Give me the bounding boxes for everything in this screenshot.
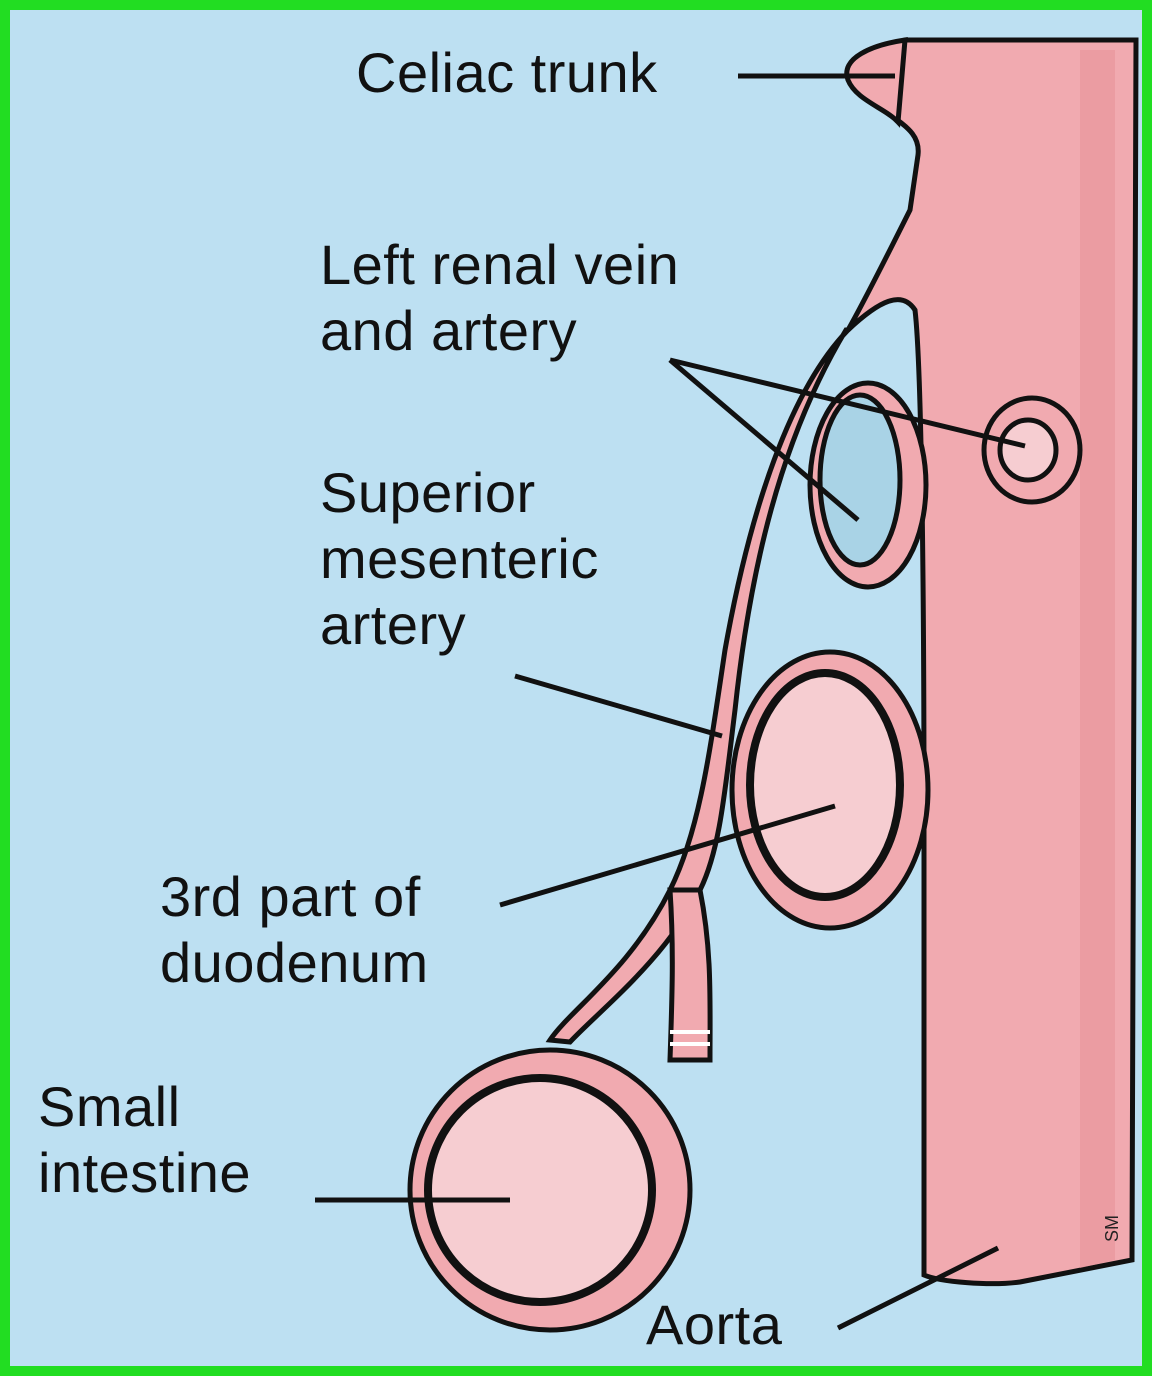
duodenum-inner — [750, 673, 900, 897]
sma-leader — [515, 676, 722, 736]
duodenum-text-line1: 3rd part of — [160, 864, 429, 930]
artist-signature: SM — [1102, 1215, 1123, 1242]
small-intestine-inner — [428, 1078, 652, 1302]
left-renal-text-line1: Left renal vein — [320, 232, 679, 298]
duodenum-label: 3rd part of duodenum — [160, 864, 429, 996]
left-renal-text-line2: and artery — [320, 298, 679, 364]
sma-label: Superior mesenteric artery — [320, 460, 599, 658]
aorta-label: Aorta — [646, 1292, 782, 1358]
sma-text-line2: mesenteric — [320, 526, 599, 592]
duodenum-text-line2: duodenum — [160, 930, 429, 996]
left-renal-vein-lumen — [820, 395, 900, 565]
sma-cut-end — [670, 890, 710, 1060]
aorta-text: Aorta — [646, 1292, 782, 1358]
celiac-trunk-shape — [847, 40, 905, 122]
left-renal-artery-lumen — [1000, 420, 1056, 480]
small-intestine-text-line1: Small — [38, 1074, 251, 1140]
celiac-trunk-label: Celiac trunk — [356, 40, 658, 106]
celiac-trunk-text: Celiac trunk — [356, 40, 658, 106]
sma-text-line1: Superior — [320, 460, 599, 526]
small-intestine-text-line2: intestine — [38, 1140, 251, 1206]
aorta-shading — [1080, 50, 1115, 1268]
aorta-leader — [838, 1248, 998, 1328]
sma-text-line3: artery — [320, 592, 599, 658]
left-renal-label: Left renal vein and artery — [320, 232, 679, 364]
small-intestine-label: Small intestine — [38, 1074, 251, 1206]
